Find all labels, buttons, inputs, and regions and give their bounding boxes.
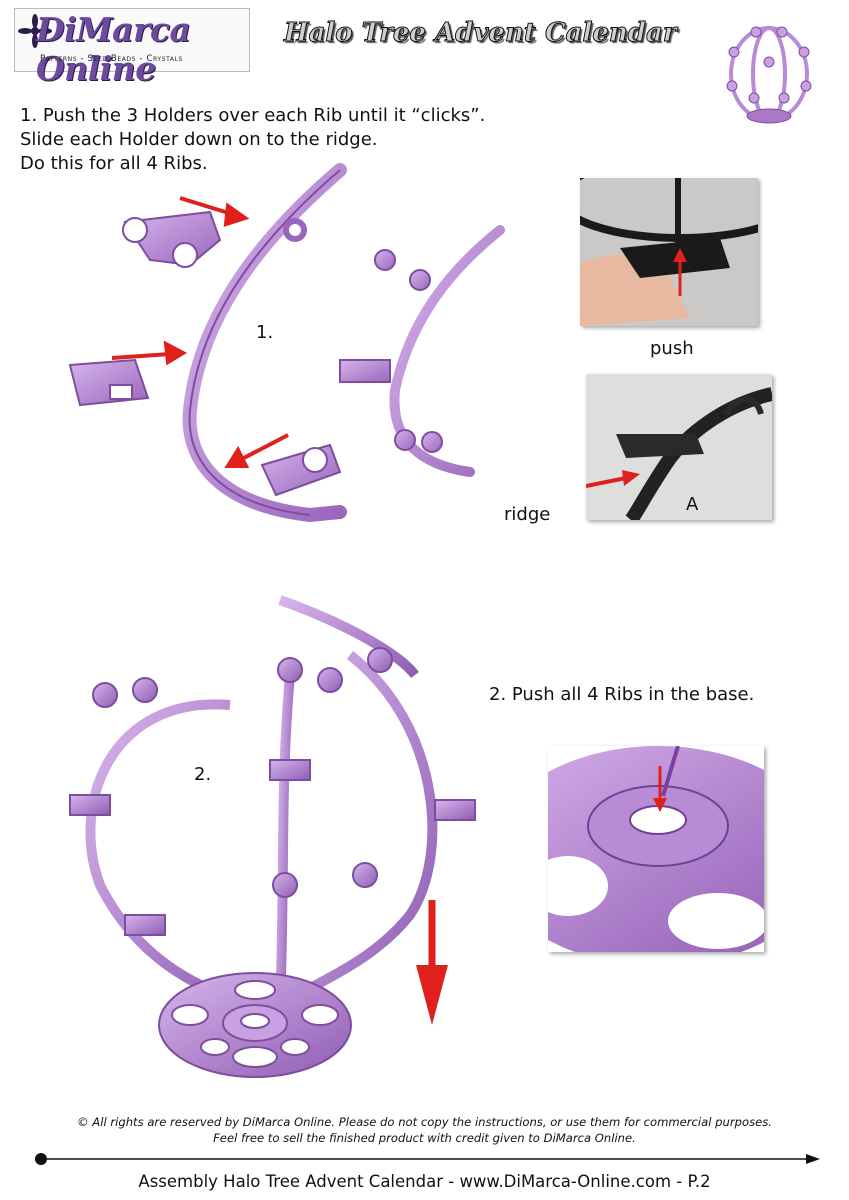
- photo-ridge: A: [586, 374, 772, 520]
- step1-line-1: 1. Push the 3 Holders over each Rib unti…: [20, 105, 486, 126]
- step2-illustration: [69, 595, 476, 1078]
- step2-instruction: 2. Push all 4 Ribs in the base.: [489, 684, 755, 705]
- rib-right: [389, 225, 505, 477]
- brand-logo: DiMarca Online Patterns - Seed Beads - C…: [14, 8, 250, 88]
- logo-name: DiMarca Online: [36, 10, 191, 88]
- logo-tagline: Patterns - Seed Beads - Crystals: [40, 54, 183, 64]
- step1-line-2: Slide each Holder down on to the ridge.: [20, 129, 378, 150]
- copyright-notice: © All rights are reserved by DiMarca Onl…: [0, 1114, 849, 1146]
- footer-rule: [35, 1153, 820, 1165]
- holder-middle: [68, 358, 150, 407]
- step1-instructions: 1. Push the 3 Holders over each Rib unti…: [20, 104, 485, 176]
- ridge-marker-a: A: [686, 494, 699, 515]
- step1-line-3: Do this for all 4 Ribs.: [20, 153, 208, 174]
- figure-label-1: 1.: [256, 322, 274, 343]
- down-arrow: [416, 965, 448, 1025]
- flower-icon: [18, 14, 52, 48]
- page-title: Halo Tree Advent Calendar: [284, 18, 678, 49]
- photo-push: [580, 178, 758, 326]
- holder-bottom: [260, 443, 342, 497]
- figure-label-2: 2.: [194, 764, 212, 785]
- copyright-line-2: Feel free to sell the finished product w…: [213, 1131, 636, 1145]
- holder-top: [122, 210, 222, 268]
- arrows: [111, 196, 289, 468]
- ridge-label: ridge: [504, 504, 551, 525]
- step1-illustration: [68, 163, 505, 523]
- halo-tree-icon: [726, 26, 812, 124]
- push-label: push: [650, 338, 694, 359]
- copyright-line-1: © All rights are reserved by DiMarca Onl…: [77, 1115, 772, 1129]
- logo-frame: [14, 8, 250, 72]
- photo-base-detail: [548, 746, 764, 952]
- footer-page-line: Assembly Halo Tree Advent Calendar - www…: [138, 1172, 711, 1191]
